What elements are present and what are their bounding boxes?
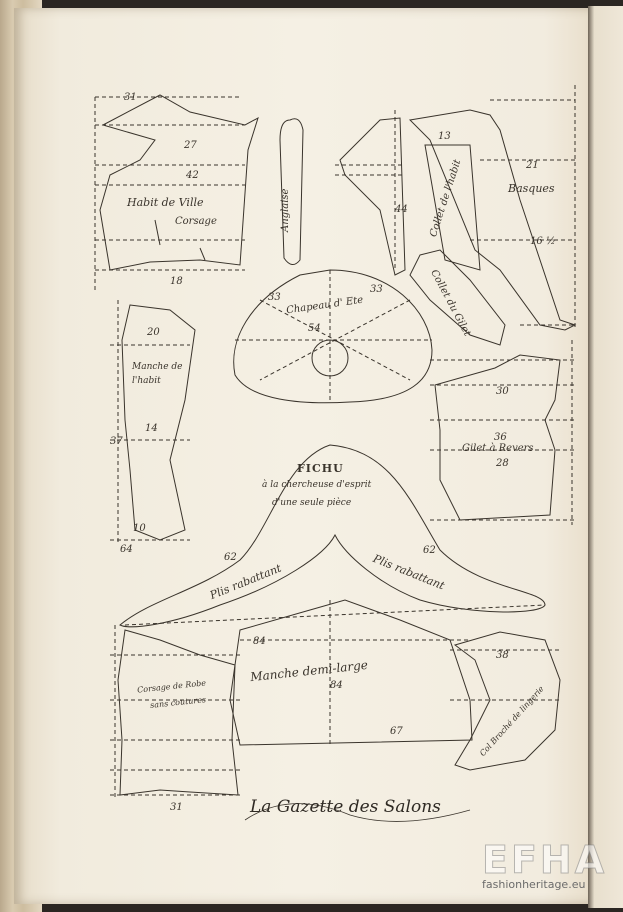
label-fichu-sub1: à la chercheuse d'esprit — [262, 480, 372, 490]
measure-number: 33 — [268, 292, 281, 303]
measure-number: 62 — [224, 552, 237, 563]
plate-banner-title: La Gazette des Salons — [250, 797, 441, 817]
collet-habit-piece — [335, 110, 406, 276]
anglaise-piece — [279, 118, 304, 265]
measure-number: 14 — [145, 423, 158, 434]
measure-number: 28 — [496, 458, 509, 469]
label-habit-de-ville: Habit de Ville — [127, 196, 204, 209]
label-fichu: FICHU — [297, 462, 344, 475]
book-edge-right — [588, 6, 623, 908]
measure-number: 36 — [494, 432, 507, 443]
label-manche-habit: Manche de l'habit — [132, 362, 183, 386]
fichu-piece — [119, 444, 546, 628]
measure-number: 27 — [184, 140, 197, 151]
measure-number: 30 — [496, 386, 509, 397]
measure-number: 31 — [170, 802, 183, 813]
label-basques: Basques — [508, 182, 555, 195]
habit-de-ville-piece — [94, 94, 259, 290]
col-broche-piece — [450, 631, 561, 771]
manche-demi-large-piece — [229, 599, 473, 746]
watermark-logo: EFHA — [481, 838, 608, 883]
efha-watermark: EFHA fashionheritage.eu — [480, 838, 610, 898]
measure-number: 37 — [110, 436, 123, 447]
measure-number: 18 — [170, 276, 183, 287]
measure-number: 54 — [308, 323, 321, 334]
measure-number: 44 — [395, 204, 408, 215]
measure-number: 20 — [147, 327, 160, 338]
measure-number: 38 — [496, 650, 509, 661]
measure-number: 10 — [133, 523, 146, 534]
label-fichu-sub2: d'une seule pièce — [272, 498, 352, 508]
collet-gilet-piece — [409, 144, 506, 346]
measure-number: 13 — [438, 131, 451, 142]
measure-number: 67 — [390, 726, 403, 737]
banner-flourish — [244, 803, 471, 822]
chapeau-ete-piece — [233, 269, 433, 404]
label-corsage: Corsage — [175, 216, 217, 227]
measure-number: 33 — [370, 284, 383, 295]
measure-number: 64 — [120, 544, 133, 555]
label-gilet-revers: Gilet à Revers — [462, 443, 534, 454]
measure-number: 21 — [526, 160, 539, 171]
basques-piece — [408, 85, 577, 331]
measure-number: 84 — [253, 636, 266, 647]
watermark-url: fashionheritage.eu — [482, 878, 586, 891]
measure-number: 16 ½ — [530, 236, 556, 247]
measure-number: 84 — [330, 680, 343, 691]
corsage-robe-piece — [110, 625, 240, 800]
measure-number: 62 — [423, 545, 436, 556]
label-anglaise: Anglaise — [280, 188, 291, 232]
measure-number: 31 — [124, 92, 137, 103]
measure-number: 42 — [186, 170, 199, 181]
gilet-revers-piece — [430, 340, 575, 525]
manche-habit-piece — [110, 300, 196, 545]
